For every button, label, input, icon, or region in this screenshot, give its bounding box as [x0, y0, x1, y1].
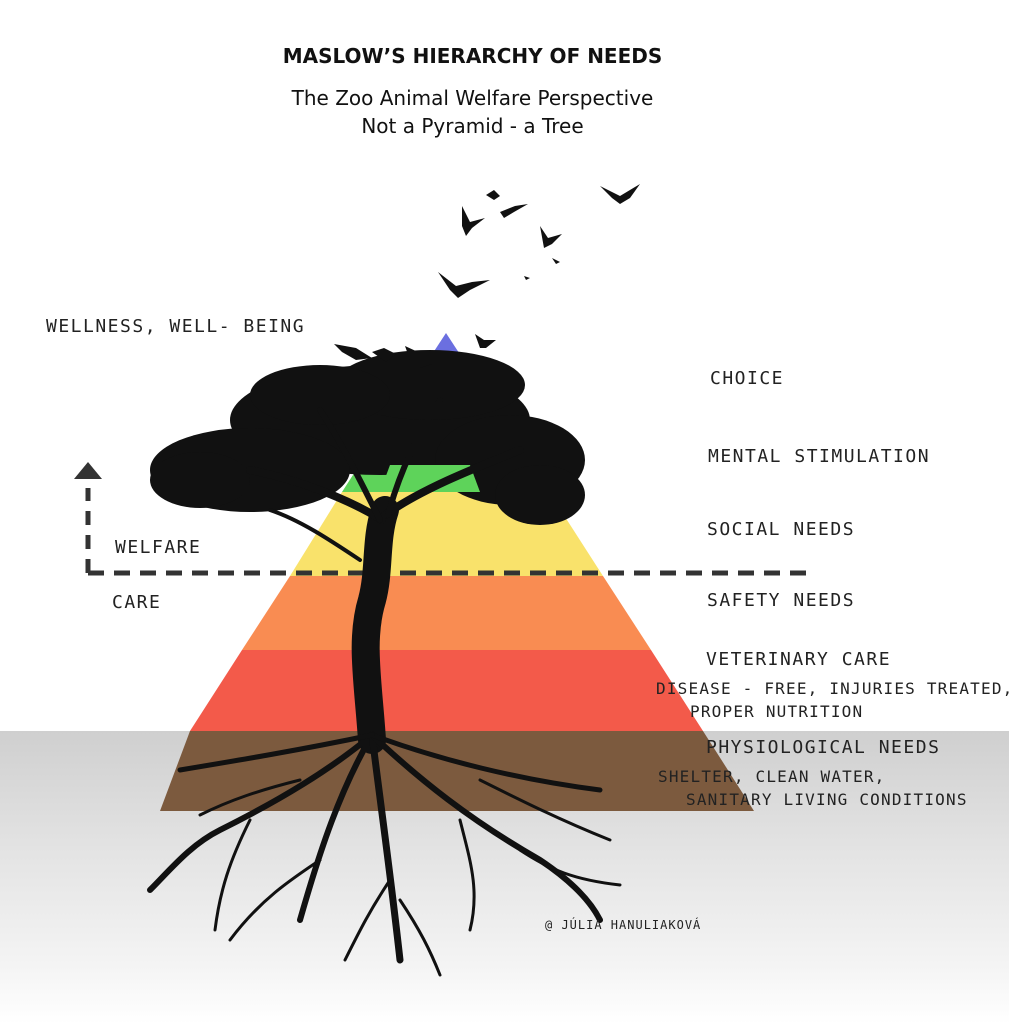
welfare-care-divider	[85, 488, 808, 576]
level-safety-needs-label: SAFETY NEEDS	[707, 590, 856, 611]
page-title: MASLOW’S HIERARCHY OF NEEDS	[282, 44, 663, 68]
bird-icon	[552, 258, 560, 264]
artist-credit: @ JÚLIA HANULIAKOVÁ	[545, 918, 702, 932]
level-veterinary-care-label: VETERINARY CARE	[706, 649, 892, 670]
care-label: CARE	[112, 592, 162, 613]
level-social-needs-label: SOCIAL NEEDS	[707, 519, 856, 540]
level-safety-needs-band	[242, 576, 651, 650]
subtitle-line-1: The Zoo Animal Welfare Perspective	[291, 86, 654, 110]
level-physiological-needs-detail-2: SANITARY LIVING CONDITIONS	[686, 790, 968, 809]
level-choice-label: CHOICE	[710, 368, 785, 389]
birds	[334, 184, 640, 368]
level-physiological-needs-detail-1: SHELTER, CLEAN WATER,	[658, 767, 886, 786]
bird-icon	[540, 226, 562, 248]
bird-icon	[372, 348, 396, 362]
bird-icon	[438, 272, 490, 298]
bird-icon	[475, 334, 496, 348]
wellness-label: WELLNESS, WELL- BEING	[46, 316, 306, 337]
level-veterinary-care-band	[190, 650, 703, 731]
arrow-up-icon	[74, 462, 102, 479]
level-veterinary-care-detail-2: PROPER NUTRITION	[690, 702, 864, 721]
level-physiological-needs-label: PHYSIOLOGICAL NEEDS	[706, 737, 941, 758]
bird-icon	[524, 276, 530, 280]
bird-icon	[334, 344, 372, 360]
bird-icon	[500, 204, 528, 218]
bird-icon	[486, 190, 500, 200]
bird-icon	[600, 184, 640, 204]
bird-icon	[462, 206, 485, 236]
tree-trunk	[246, 397, 524, 754]
bird-icon	[405, 346, 432, 368]
tree-canopy	[150, 350, 585, 525]
subtitle-line-2: Not a Pyramid - a Tree	[361, 114, 584, 138]
level-physiological-needs-band	[160, 731, 754, 811]
tree-roots	[147, 731, 622, 977]
level-mental-stimulation-label: MENTAL STIMULATION	[708, 446, 931, 467]
welfare-label: WELFARE	[115, 537, 202, 558]
level-veterinary-care-detail-1: DISEASE - FREE, INJURIES TREATED,	[656, 679, 1009, 698]
